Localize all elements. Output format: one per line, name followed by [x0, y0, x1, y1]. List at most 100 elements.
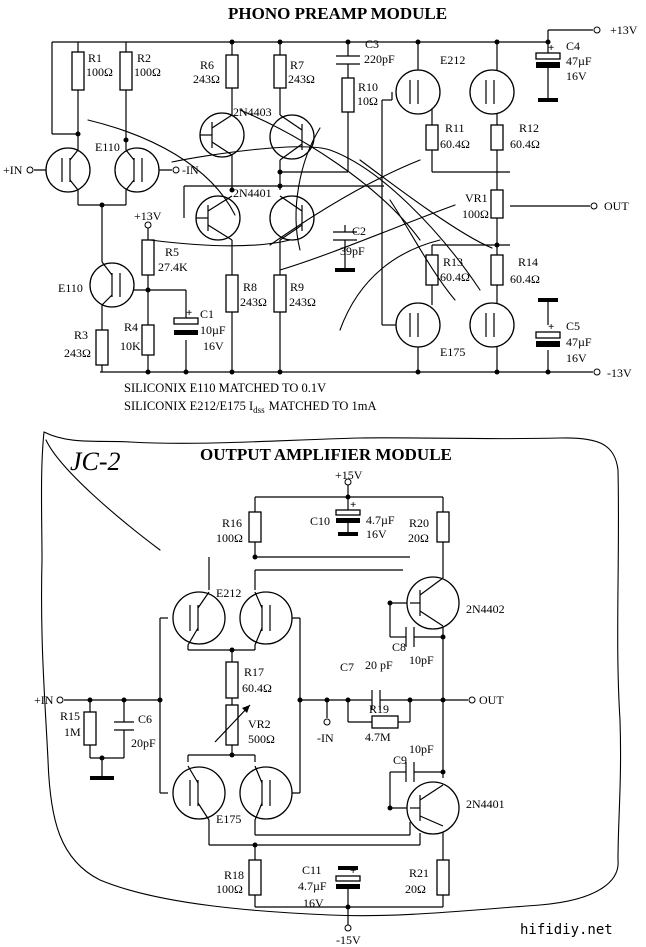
r21-value: 20Ω — [405, 882, 426, 896]
preamp-wiring — [34, 29, 593, 373]
c9-name: C9 — [393, 753, 407, 767]
c11-value: 4.7µF — [298, 879, 327, 893]
r13-name: R13 — [443, 255, 463, 269]
vr2-value: 500Ω — [248, 732, 275, 746]
c2-name: C2 — [352, 224, 366, 238]
r20-name: R20 — [409, 516, 429, 530]
c5-voltage: 16V — [566, 351, 587, 365]
r2-name: R2 — [137, 51, 151, 65]
c10-voltage: 16V — [366, 527, 387, 541]
c1-voltage: 16V — [203, 339, 224, 353]
out-rail-neg-label: -15V — [336, 933, 361, 947]
c3-name: C3 — [365, 37, 379, 51]
r14-name: R14 — [518, 255, 538, 269]
e110-cs-label: E110 — [58, 281, 83, 295]
c4-value: 47µF — [566, 54, 592, 68]
r2-value: 100Ω — [134, 65, 161, 79]
c11-name: C11 — [302, 863, 322, 877]
r15-value: 1M — [64, 725, 81, 739]
r19-value: 4.7M — [365, 730, 391, 744]
e212-label: E212 — [440, 53, 465, 67]
r4-value: 10K — [120, 339, 141, 353]
svg-text:+: + — [548, 321, 554, 333]
out-label: OUT — [604, 199, 629, 213]
c10-name: C10 — [310, 514, 330, 528]
r13-value: 60.4Ω — [440, 270, 470, 284]
r17-name: R17 — [244, 665, 264, 679]
r11-value: 60.4Ω — [440, 137, 470, 151]
r19-name: R19 — [369, 702, 389, 716]
e110-pair-label: E110 — [95, 140, 120, 154]
preamp-capacitors: + + + — [173, 42, 561, 347]
r12-name: R12 — [519, 121, 539, 135]
r14-value: 60.4Ω — [510, 272, 540, 286]
r12-value: 60.4Ω — [510, 137, 540, 151]
preamp-labels: R1 100Ω R2 100Ω R6 243Ω R7 243Ω C3 220pF… — [3, 23, 638, 415]
output-terminals — [56, 478, 476, 932]
q-2n4401-label: 2N4401 — [233, 186, 272, 200]
preamp-terminals — [26, 26, 601, 376]
r21-name: R21 — [409, 866, 429, 880]
out-2n4402-label: 2N4402 — [466, 602, 505, 616]
rail-pos-local-label: +13V — [134, 209, 162, 223]
output-resistors — [83, 511, 450, 896]
output-transistors — [172, 576, 460, 835]
c5-name: C5 — [566, 319, 580, 333]
output-capacitors: + + — [90, 499, 415, 889]
c3-value: 220pF — [364, 52, 395, 66]
r1-value: 100Ω — [86, 65, 113, 79]
c9-value: 10pF — [409, 742, 434, 756]
out-in-neg-label: -IN — [317, 731, 334, 745]
jc2-handwriting: JC-2 — [70, 447, 121, 476]
r7-value: 243Ω — [288, 72, 315, 86]
r18-name: R18 — [224, 868, 244, 882]
in-neg-label: -IN — [182, 163, 199, 177]
svg-text:+: + — [186, 307, 192, 319]
r11-name: R11 — [445, 121, 465, 135]
r6-value: 243Ω — [193, 72, 220, 86]
output-wiring — [64, 485, 468, 925]
e175-label: E175 — [440, 345, 465, 359]
r15-name: R15 — [60, 709, 80, 723]
c8-value: 10pF — [409, 653, 434, 667]
c6-name: C6 — [138, 712, 152, 726]
hand-drawn-outline — [40, 431, 622, 917]
c4-name: C4 — [566, 39, 580, 53]
out-in-pos-label: +IN — [34, 693, 54, 707]
r5-value: 27.4K — [158, 260, 188, 274]
r10-value: 10Ω — [357, 94, 378, 108]
r9-value: 243Ω — [289, 295, 316, 309]
r16-name: R16 — [222, 516, 242, 530]
c1-name: C1 — [200, 307, 214, 321]
out-e175-label: E175 — [216, 812, 241, 826]
r3-name: R3 — [74, 328, 88, 342]
preamp-title: PHONO PREAMP MODULE — [228, 4, 447, 23]
preamp-resistors — [71, 51, 504, 366]
c1-value: 10µF — [200, 323, 226, 337]
r8-value: 243Ω — [240, 295, 267, 309]
out-rail-pos-label: +15V — [335, 468, 363, 482]
r6-name: R6 — [200, 58, 214, 72]
out-out-label: OUT — [479, 693, 504, 707]
c10-value: 4.7µF — [366, 513, 395, 527]
watermark: hifidiy.net — [520, 922, 613, 938]
rail-neg-label: -13V — [607, 366, 632, 380]
q-2n4403-label: 2N4403 — [233, 105, 272, 119]
r1-name: R1 — [88, 51, 102, 65]
c2-value: 39pF — [340, 244, 365, 258]
in-pos-label: +IN — [3, 163, 23, 177]
r5-name: R5 — [165, 245, 179, 259]
r20-value: 20Ω — [408, 531, 429, 545]
r9-name: R9 — [290, 280, 304, 294]
svg-text:+: + — [548, 42, 554, 54]
r3-value: 243Ω — [64, 346, 91, 360]
r17-value: 60.4Ω — [242, 681, 272, 695]
vr1-value: 100Ω — [462, 207, 489, 221]
r16-value: 100Ω — [216, 531, 243, 545]
preamp-transistors — [45, 69, 515, 348]
r7-name: R7 — [290, 58, 304, 72]
note-e110: SILICONIX E110 MATCHED TO 0.1V — [124, 381, 326, 395]
c7-value: 20 pF — [365, 658, 393, 672]
